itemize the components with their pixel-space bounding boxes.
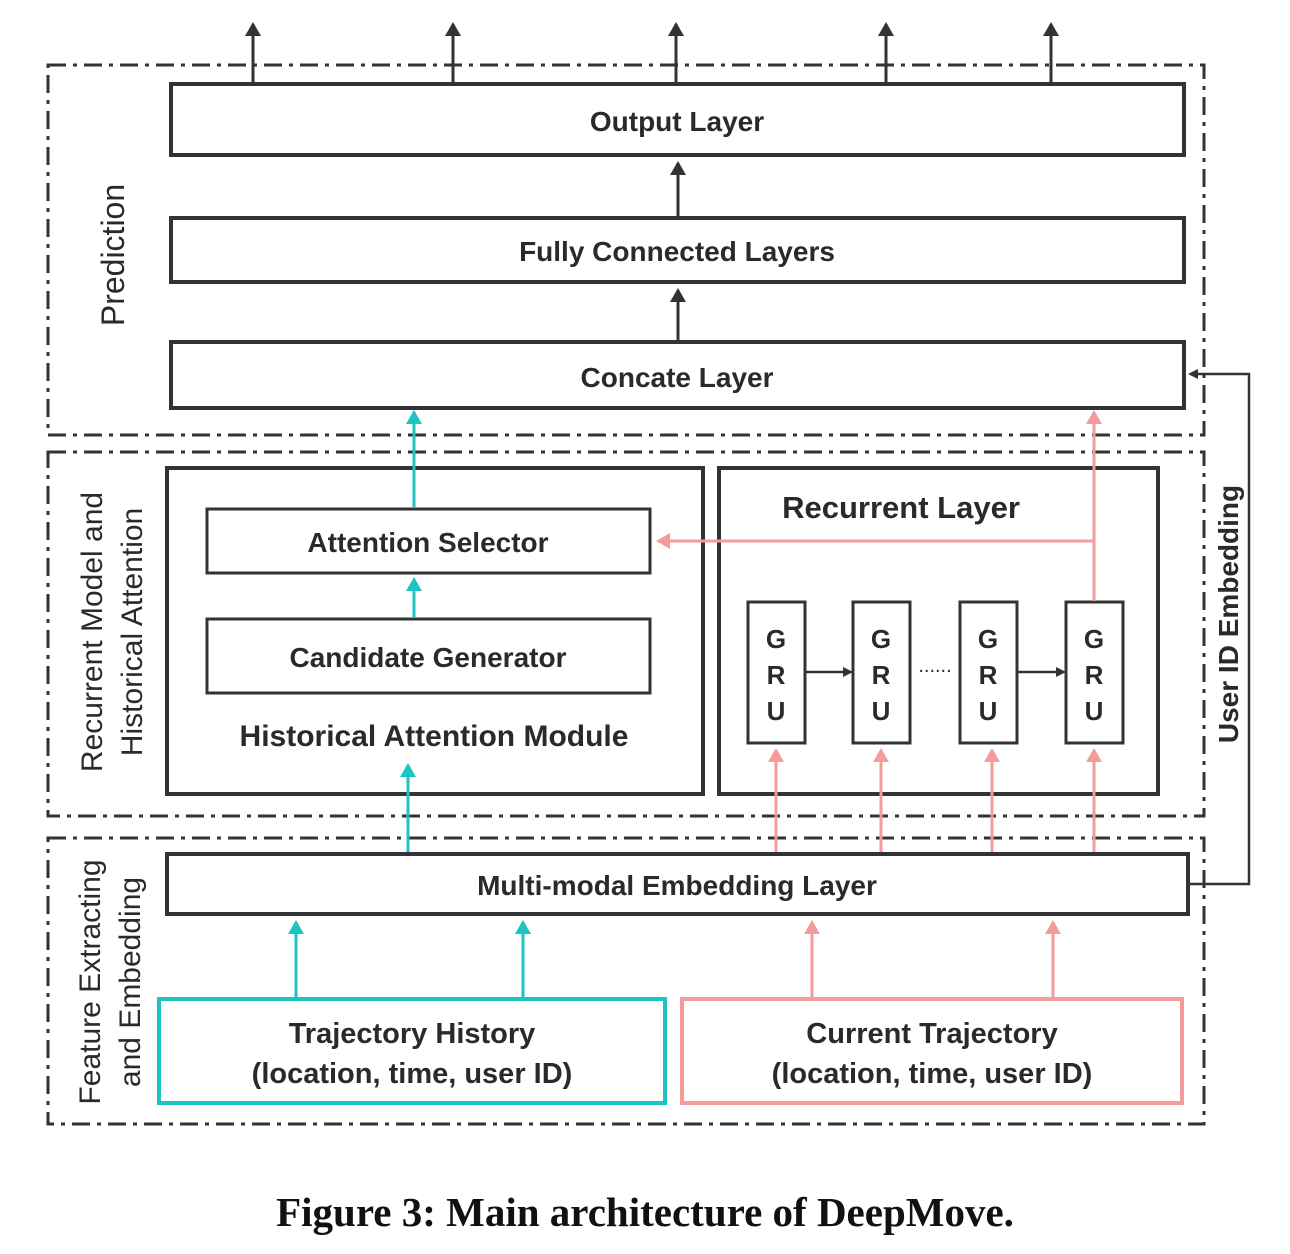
section-label-user-id-embedding: User ID Embedding	[1213, 485, 1244, 743]
candidate-generator-box	[205, 617, 652, 695]
gru-letter: R	[767, 660, 786, 690]
current-trajectory-title: Current Trajectory	[806, 1018, 1057, 1050]
concate-layer-box	[169, 340, 1186, 410]
fully-connected-label: Fully Connected Layers	[519, 236, 835, 267]
gru-cell-1: G R U	[746, 600, 807, 745]
trajectory-history-fields: (location, time, user ID)	[252, 1058, 573, 1090]
figure-caption: Figure 3: Main architecture of DeepMove.	[276, 1189, 1014, 1235]
user-id-embedding-arrow	[1188, 369, 1251, 886]
section-label-feature-2: and Embedding	[114, 877, 147, 1087]
section-label-feature-1: Feature Extracting	[74, 859, 107, 1104]
gru-letter: R	[872, 660, 891, 690]
gru-letter: U	[1085, 696, 1104, 726]
gru-cell-2: G R U	[851, 600, 912, 745]
gru-cell-3: G R U	[958, 600, 1019, 745]
gru-letter: G	[766, 624, 786, 654]
gru-ellipsis: ......	[918, 655, 951, 677]
recurrent-layer-label: Recurrent Layer	[782, 490, 1020, 525]
attention-selector-label: Attention Selector	[307, 527, 548, 558]
gru-letter: R	[1085, 660, 1104, 690]
section-label-prediction: Prediction	[95, 184, 131, 326]
output-layer-label: Output Layer	[590, 106, 764, 137]
feature-section-frame	[46, 836, 1206, 1126]
concate-layer-label: Concate Layer	[581, 362, 774, 393]
embedding-layer-box	[165, 852, 1190, 916]
prediction-section-frame	[46, 63, 1206, 437]
gru-letter: G	[978, 624, 998, 654]
section-label-recurrent-1: Recurrent Model and	[76, 492, 109, 772]
recurrent-section-frame	[46, 450, 1206, 818]
gru-letter: U	[979, 696, 998, 726]
output-layer-box	[169, 82, 1186, 157]
section-label-recurrent-2: Historical Attention	[116, 508, 149, 756]
fully-connected-box	[169, 216, 1186, 284]
gru-cell-4: G R U	[1064, 600, 1125, 745]
gru-letter: U	[767, 696, 786, 726]
trajectory-history-title: Trajectory History	[289, 1018, 536, 1050]
trajectory-history-box	[157, 997, 667, 1105]
embedding-layer-label: Multi-modal Embedding Layer	[477, 870, 877, 901]
candidate-generator-label: Candidate Generator	[290, 642, 567, 673]
gru-letter: G	[1084, 624, 1104, 654]
historical-module-label: Historical Attention Module	[240, 720, 629, 753]
current-trajectory-fields: (location, time, user ID)	[772, 1058, 1093, 1090]
gru-letter: U	[872, 696, 891, 726]
attention-selector-box	[205, 507, 652, 575]
gru-letter: G	[871, 624, 891, 654]
architecture-diagram: Prediction Recurrent Model and Historica…	[46, 22, 1251, 1126]
gru-letter: R	[979, 660, 998, 690]
current-trajectory-box	[680, 997, 1184, 1105]
